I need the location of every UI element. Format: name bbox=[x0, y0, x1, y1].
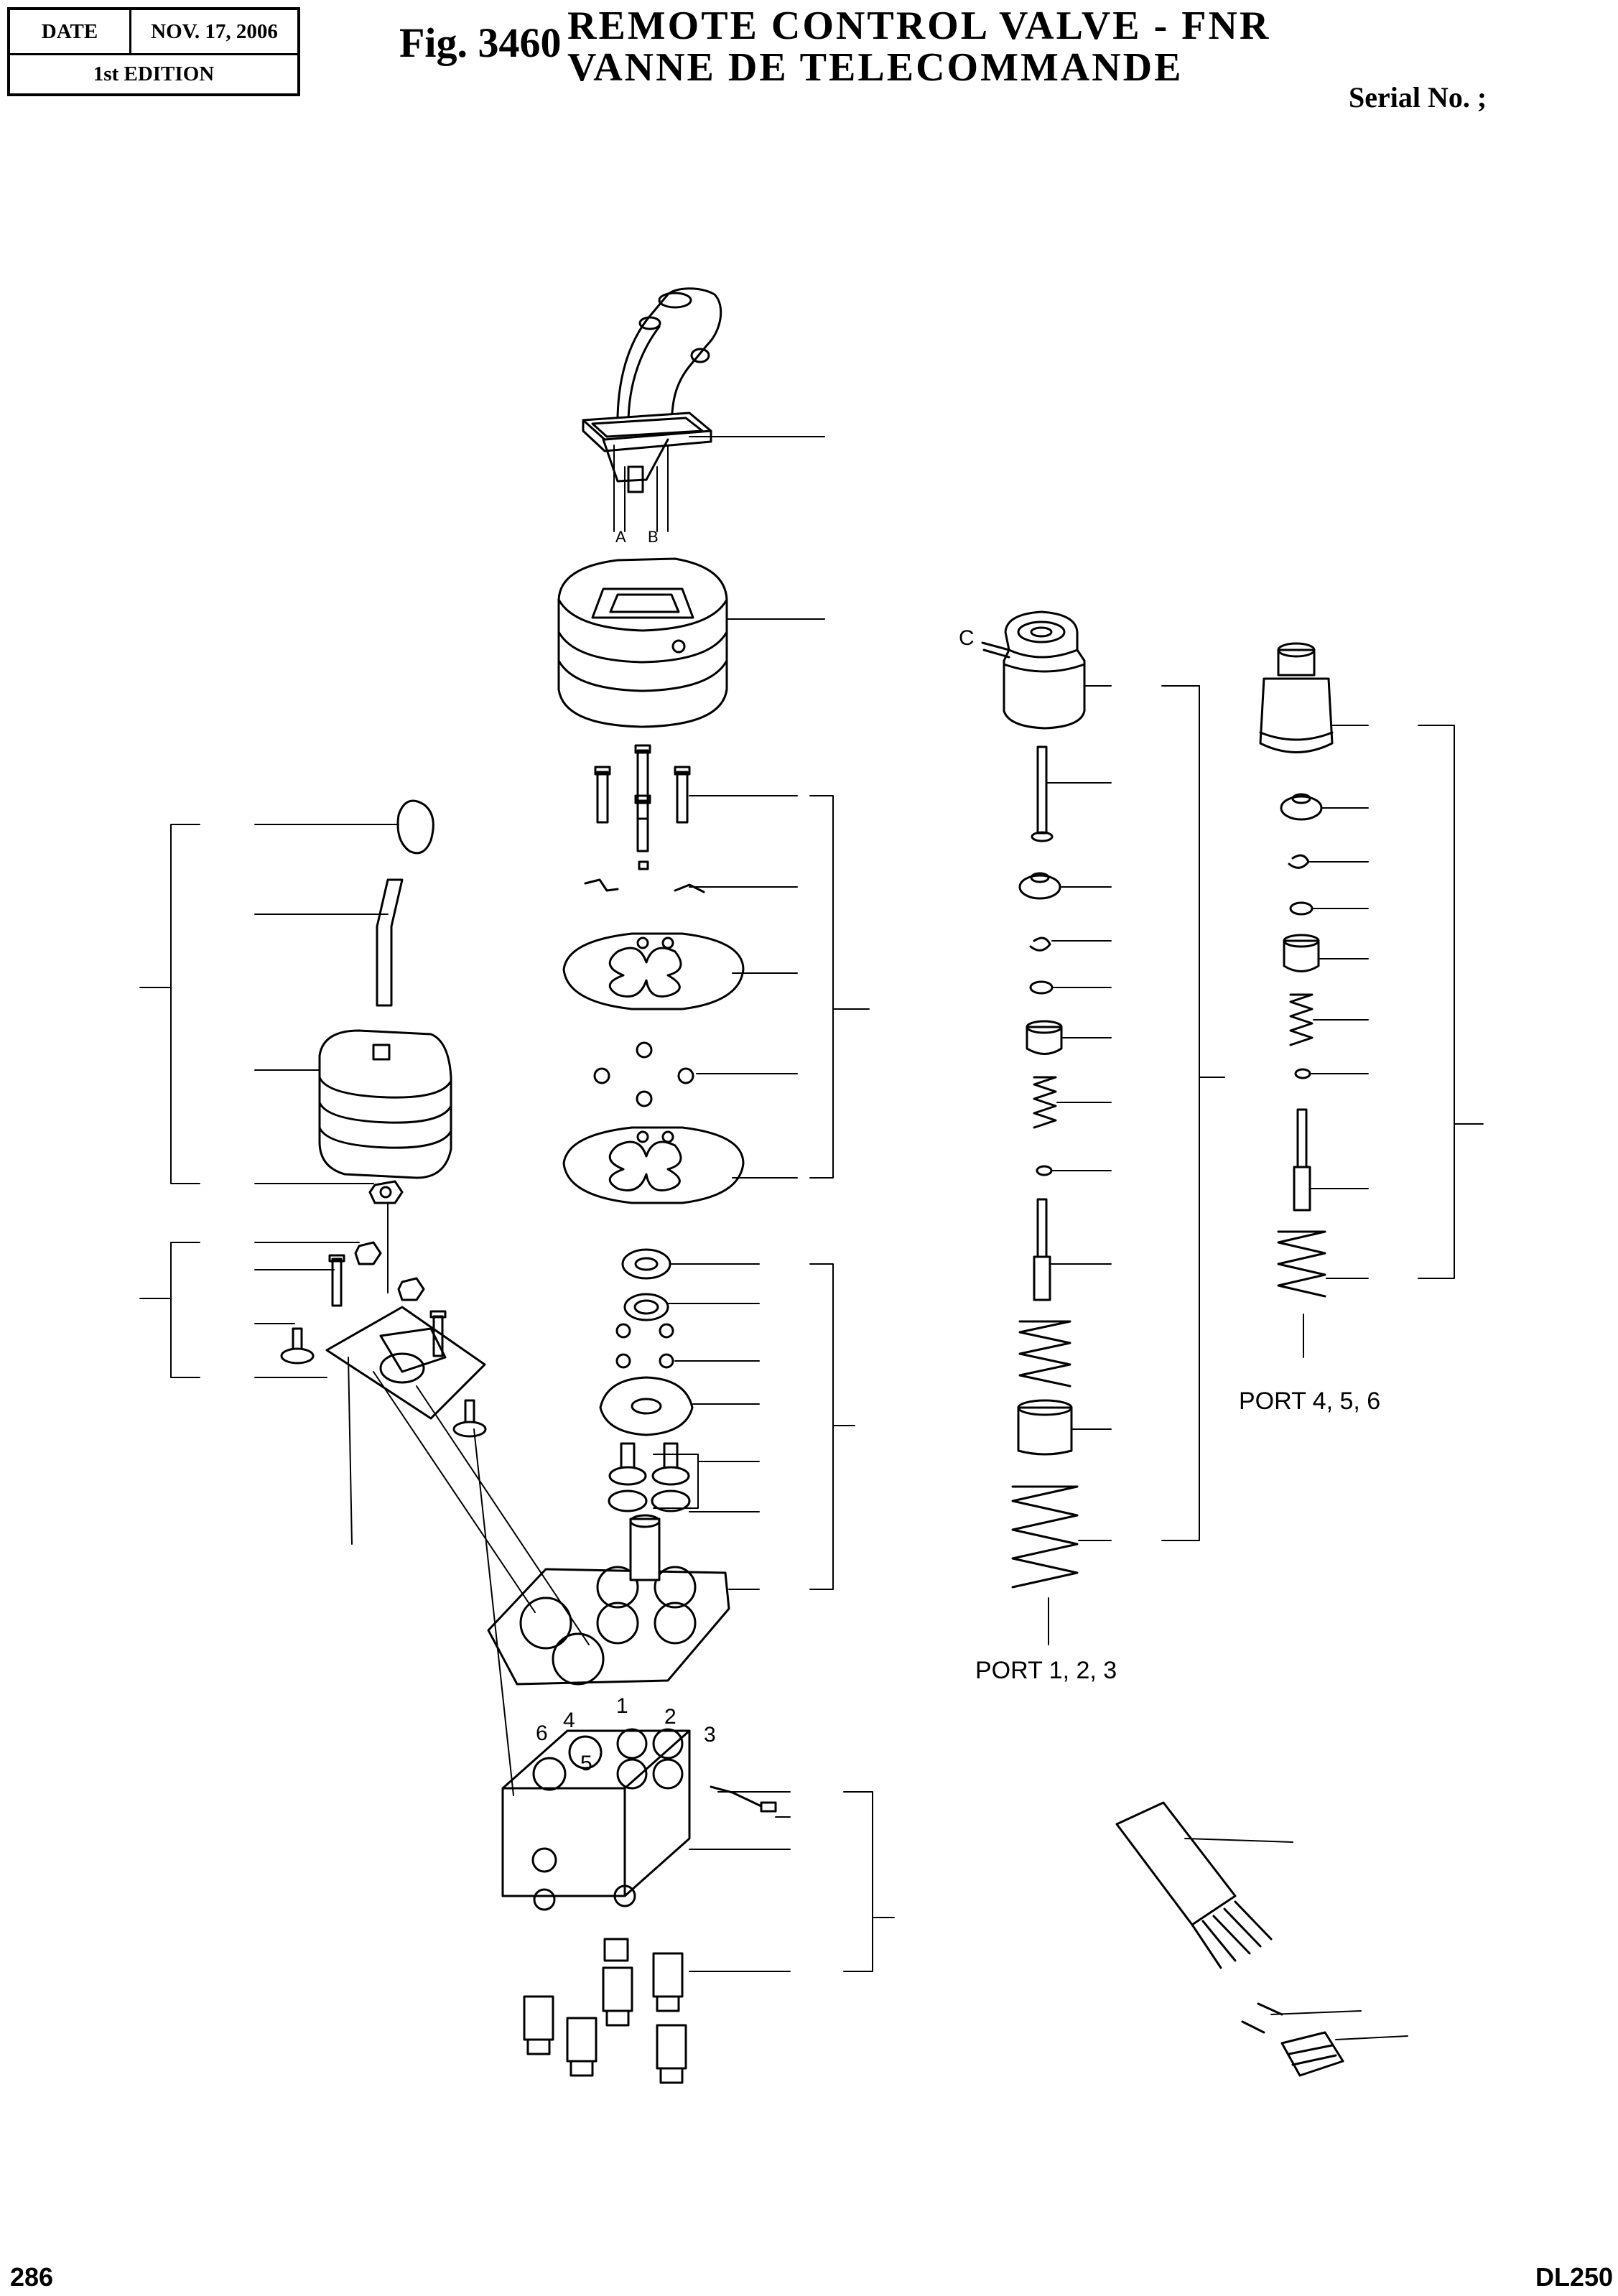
bolt-set bbox=[584, 744, 705, 893]
lever-rod bbox=[376, 878, 404, 1007]
lever-boot bbox=[318, 1029, 452, 1179]
page-number: 286 bbox=[10, 2262, 54, 2292]
valve-parts-b bbox=[1277, 793, 1326, 1298]
port-fittings bbox=[523, 1938, 687, 2084]
date-edition-box: DATE NOV. 17, 2006 1st EDITION bbox=[7, 7, 300, 96]
cable-label-a: A bbox=[615, 528, 626, 546]
nut-set-middle bbox=[593, 1041, 694, 1107]
figure-number: Fig. 3460 bbox=[399, 19, 562, 66]
port-number-6: 6 bbox=[536, 1721, 548, 1745]
edition-label: 1st EDITION bbox=[93, 62, 215, 85]
valve-body: 1 2 3 4 5 6 bbox=[501, 1694, 777, 1911]
lever-nut bbox=[368, 1180, 404, 1204]
lever-knob bbox=[396, 799, 434, 855]
connector-label-c: C bbox=[959, 626, 975, 650]
date-value: NOV. 17, 2006 bbox=[131, 10, 297, 55]
model-code: DL250 bbox=[1535, 2262, 1614, 2292]
port-label-4-5-6: PORT 4, 5, 6 bbox=[1239, 1388, 1380, 1415]
center-stack-parts bbox=[599, 1248, 694, 1436]
date-label: DATE bbox=[10, 10, 131, 55]
port-number-1: 1 bbox=[616, 1694, 628, 1718]
rubber-boot bbox=[557, 557, 728, 728]
leader-lines bbox=[139, 436, 1484, 2040]
port-number-3: 3 bbox=[704, 1723, 716, 1747]
lever-bracket-assembly bbox=[280, 1241, 487, 1438]
cable-label-b: B bbox=[648, 528, 659, 546]
joystick-handle: A B bbox=[582, 287, 722, 546]
port-number-2: 2 bbox=[664, 1705, 677, 1729]
wiring-harness bbox=[1115, 1801, 1344, 2077]
base-plate bbox=[487, 1514, 730, 1686]
solenoid-coil-b bbox=[1259, 642, 1334, 753]
port-label-1-2-3: PORT 1, 2, 3 bbox=[975, 1657, 1117, 1684]
valve-parts-a bbox=[1011, 745, 1079, 1589]
title-english: REMOTE CONTROL VALVE - FNR bbox=[567, 4, 1271, 48]
cam-plate-upper bbox=[562, 932, 745, 1010]
pusher-set bbox=[608, 1442, 699, 1512]
port-number-4: 4 bbox=[563, 1709, 575, 1732]
title-french: VANNE DE TELECOMMANDE bbox=[567, 45, 1184, 90]
cam-plate-lower bbox=[562, 1126, 745, 1204]
solenoid-coil-a: C bbox=[959, 610, 1086, 730]
serial-number-label: Serial No. ; bbox=[1349, 81, 1487, 113]
port-number-5: 5 bbox=[580, 1752, 592, 1775]
